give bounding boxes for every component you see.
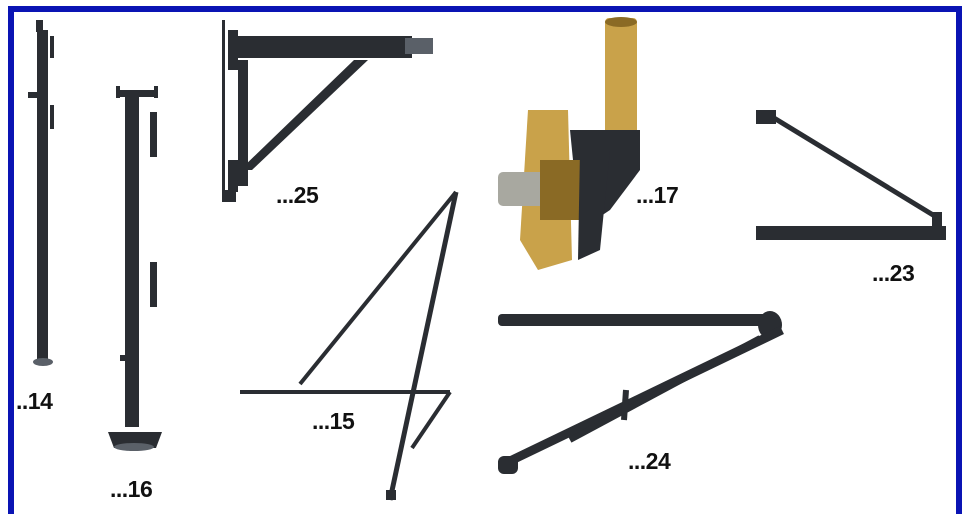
label-part-14: ..14	[16, 388, 53, 414]
frame-border-left	[8, 6, 14, 514]
part-14-leg	[28, 20, 54, 366]
part-14-tube	[37, 30, 48, 360]
part-14-lower-clamp	[50, 105, 54, 129]
part-16-top-fork	[116, 90, 158, 97]
part-14-upper-clamp	[50, 36, 54, 58]
frame-border-right	[956, 6, 962, 514]
part-16-tube	[125, 97, 139, 427]
label-part-15: ...15	[312, 408, 355, 434]
part-25-bracket	[222, 20, 433, 202]
part-23-strut	[756, 110, 946, 240]
part-14-foot	[33, 358, 53, 366]
label-part-24: ...24	[628, 448, 671, 474]
part-15-a-frame	[240, 190, 459, 501]
label-part-17: ...17	[636, 182, 679, 208]
part-16-leg	[108, 86, 162, 451]
part-16-upper-clamp	[150, 112, 157, 157]
label-part-23: ...23	[872, 260, 915, 286]
part-16-lower-clamp	[150, 262, 157, 307]
frame-border-top	[8, 6, 962, 12]
label-part-25: ...25	[276, 182, 319, 208]
part-24-cantilever	[498, 311, 784, 474]
part-17-coupler	[498, 17, 640, 270]
part-14-side-bracket	[28, 92, 38, 98]
label-part-16: ...16	[110, 476, 153, 502]
part-14-screw	[40, 350, 46, 362]
part-14-top-cap	[36, 20, 43, 32]
